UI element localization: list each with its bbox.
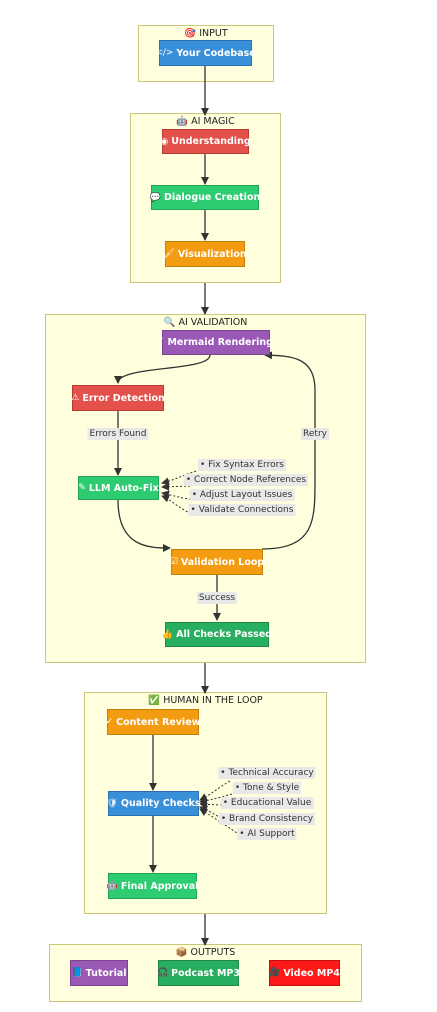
check-icon: ✓: [105, 717, 114, 727]
edge-note-fix-syntax: [161, 469, 201, 486]
node-all-checks-passed-label: All Checks Passed: [176, 629, 273, 640]
node-visualization-label: Visualization: [177, 248, 247, 260]
chat-icon: 💬: [149, 192, 161, 203]
node-quality-checks[interactable]: 🛡 Quality Checks: [106, 791, 201, 816]
shield-icon: 🛡: [106, 798, 118, 809]
node-dialogue-creation-label: Dialogue Creation: [163, 192, 261, 203]
branch-icon: ᚴ: [159, 337, 165, 348]
edge-label-success: Success: [196, 592, 238, 604]
node-your-codebase[interactable]: </> Your Codebase: [155, 40, 256, 66]
node-validation-loop[interactable]: ☑ Validation Loop: [169, 549, 265, 575]
node-all-checks-passed[interactable]: 👍 All Checks Passed: [161, 622, 273, 647]
node-tutorial-label: Tutorial: [85, 967, 127, 979]
node-mermaid-rendering-label: Mermaid Rendering: [167, 337, 273, 348]
note-tone-style: • Tone & Style: [232, 782, 302, 794]
paintbrush-icon: 🖌: [163, 249, 175, 259]
note-educational-value: • Educational Value: [220, 797, 314, 809]
edge-note-ai-support: [199, 808, 241, 836]
pencil-icon: ✎: [78, 483, 86, 493]
node-mermaid-rendering[interactable]: ᚴ Mermaid Rendering: [159, 330, 273, 355]
node-visualization[interactable]: 🖌 Visualization: [163, 241, 247, 267]
node-tutorial[interactable]: 📘 Tutorial: [70, 960, 128, 986]
node-content-review-label: Content Review: [116, 716, 201, 728]
node-video-mp4[interactable]: 🎥 Video MP4: [269, 960, 340, 986]
code-icon: </>: [155, 48, 174, 58]
edge-autofix-to-loop: [117, 499, 171, 552]
node-understanding[interactable]: ◉ Understanding: [160, 129, 251, 154]
edge-note-educational: [199, 800, 223, 809]
node-podcast-mp3-label: Podcast MP3: [171, 967, 241, 979]
node-content-review[interactable]: ✓ Content Review: [105, 709, 201, 735]
group-input-title: 🎯 INPUT: [184, 28, 228, 39]
node-video-mp4-label: Video MP4: [283, 967, 340, 979]
group-ai-validation-title: 🔍 AI VALIDATION: [163, 317, 248, 328]
node-error-detection[interactable]: ⚠ Error Detection: [71, 385, 165, 411]
thumbs-up-icon: 👍: [161, 629, 174, 640]
edge-label-retry: Retry: [301, 428, 329, 440]
edge-note-node-refs: [161, 482, 191, 491]
note-brand-consistency: • Brand Consistency: [218, 813, 316, 825]
group-ai-magic-title: 🤖 AI MAGIC: [176, 116, 235, 127]
note-validate-connections: • Validate Connections: [188, 504, 296, 516]
node-your-codebase-label: Your Codebase: [176, 47, 256, 59]
edge-mermaid-to-error: [114, 354, 211, 384]
robot-icon: 🤖: [106, 881, 118, 891]
note-ai-support: • AI Support: [237, 828, 297, 840]
group-outputs-title: 📦 OUTPUTS: [175, 947, 236, 958]
edge-label-errors-found: Errors Found: [87, 428, 149, 440]
group-human-loop-title: ✅ HUMAN IN THE LOOP: [148, 695, 263, 706]
edge-note-brand: [199, 805, 226, 821]
node-final-approval[interactable]: 🤖 Final Approval: [106, 873, 199, 899]
node-podcast-mp3[interactable]: 🎧 Podcast MP3: [156, 960, 241, 986]
note-adjust-layout-issues: • Adjust Layout Issues: [189, 489, 295, 501]
note-correct-node-references: • Correct Node References: [183, 474, 309, 486]
checklist-icon: ☑: [169, 557, 178, 567]
edge-note-connections: [161, 494, 196, 516]
note-technical-accuracy: • Technical Accuracy: [218, 767, 316, 779]
node-final-approval-label: Final Approval: [120, 880, 199, 892]
brain-icon: ◉: [160, 136, 169, 147]
note-fix-syntax-errors: • Fix Syntax Errors: [198, 459, 286, 471]
warning-icon: ⚠: [71, 393, 80, 403]
node-llm-auto-fix-label: LLM Auto-Fix: [88, 482, 159, 494]
node-quality-checks-label: Quality Checks: [120, 798, 201, 809]
node-understanding-label: Understanding: [171, 136, 251, 147]
node-dialogue-creation[interactable]: 💬 Dialogue Creation: [149, 185, 261, 210]
book-icon: 📘: [71, 968, 83, 978]
headphones-icon: 🎧: [156, 968, 169, 978]
edge-loop-retry-to-mermaid: [261, 351, 316, 550]
node-validation-loop-label: Validation Loop: [180, 556, 265, 568]
video-camera-icon: 🎥: [269, 968, 281, 978]
node-llm-auto-fix[interactable]: ✎ LLM Auto-Fix: [78, 476, 159, 500]
node-error-detection-label: Error Detection: [82, 392, 165, 404]
